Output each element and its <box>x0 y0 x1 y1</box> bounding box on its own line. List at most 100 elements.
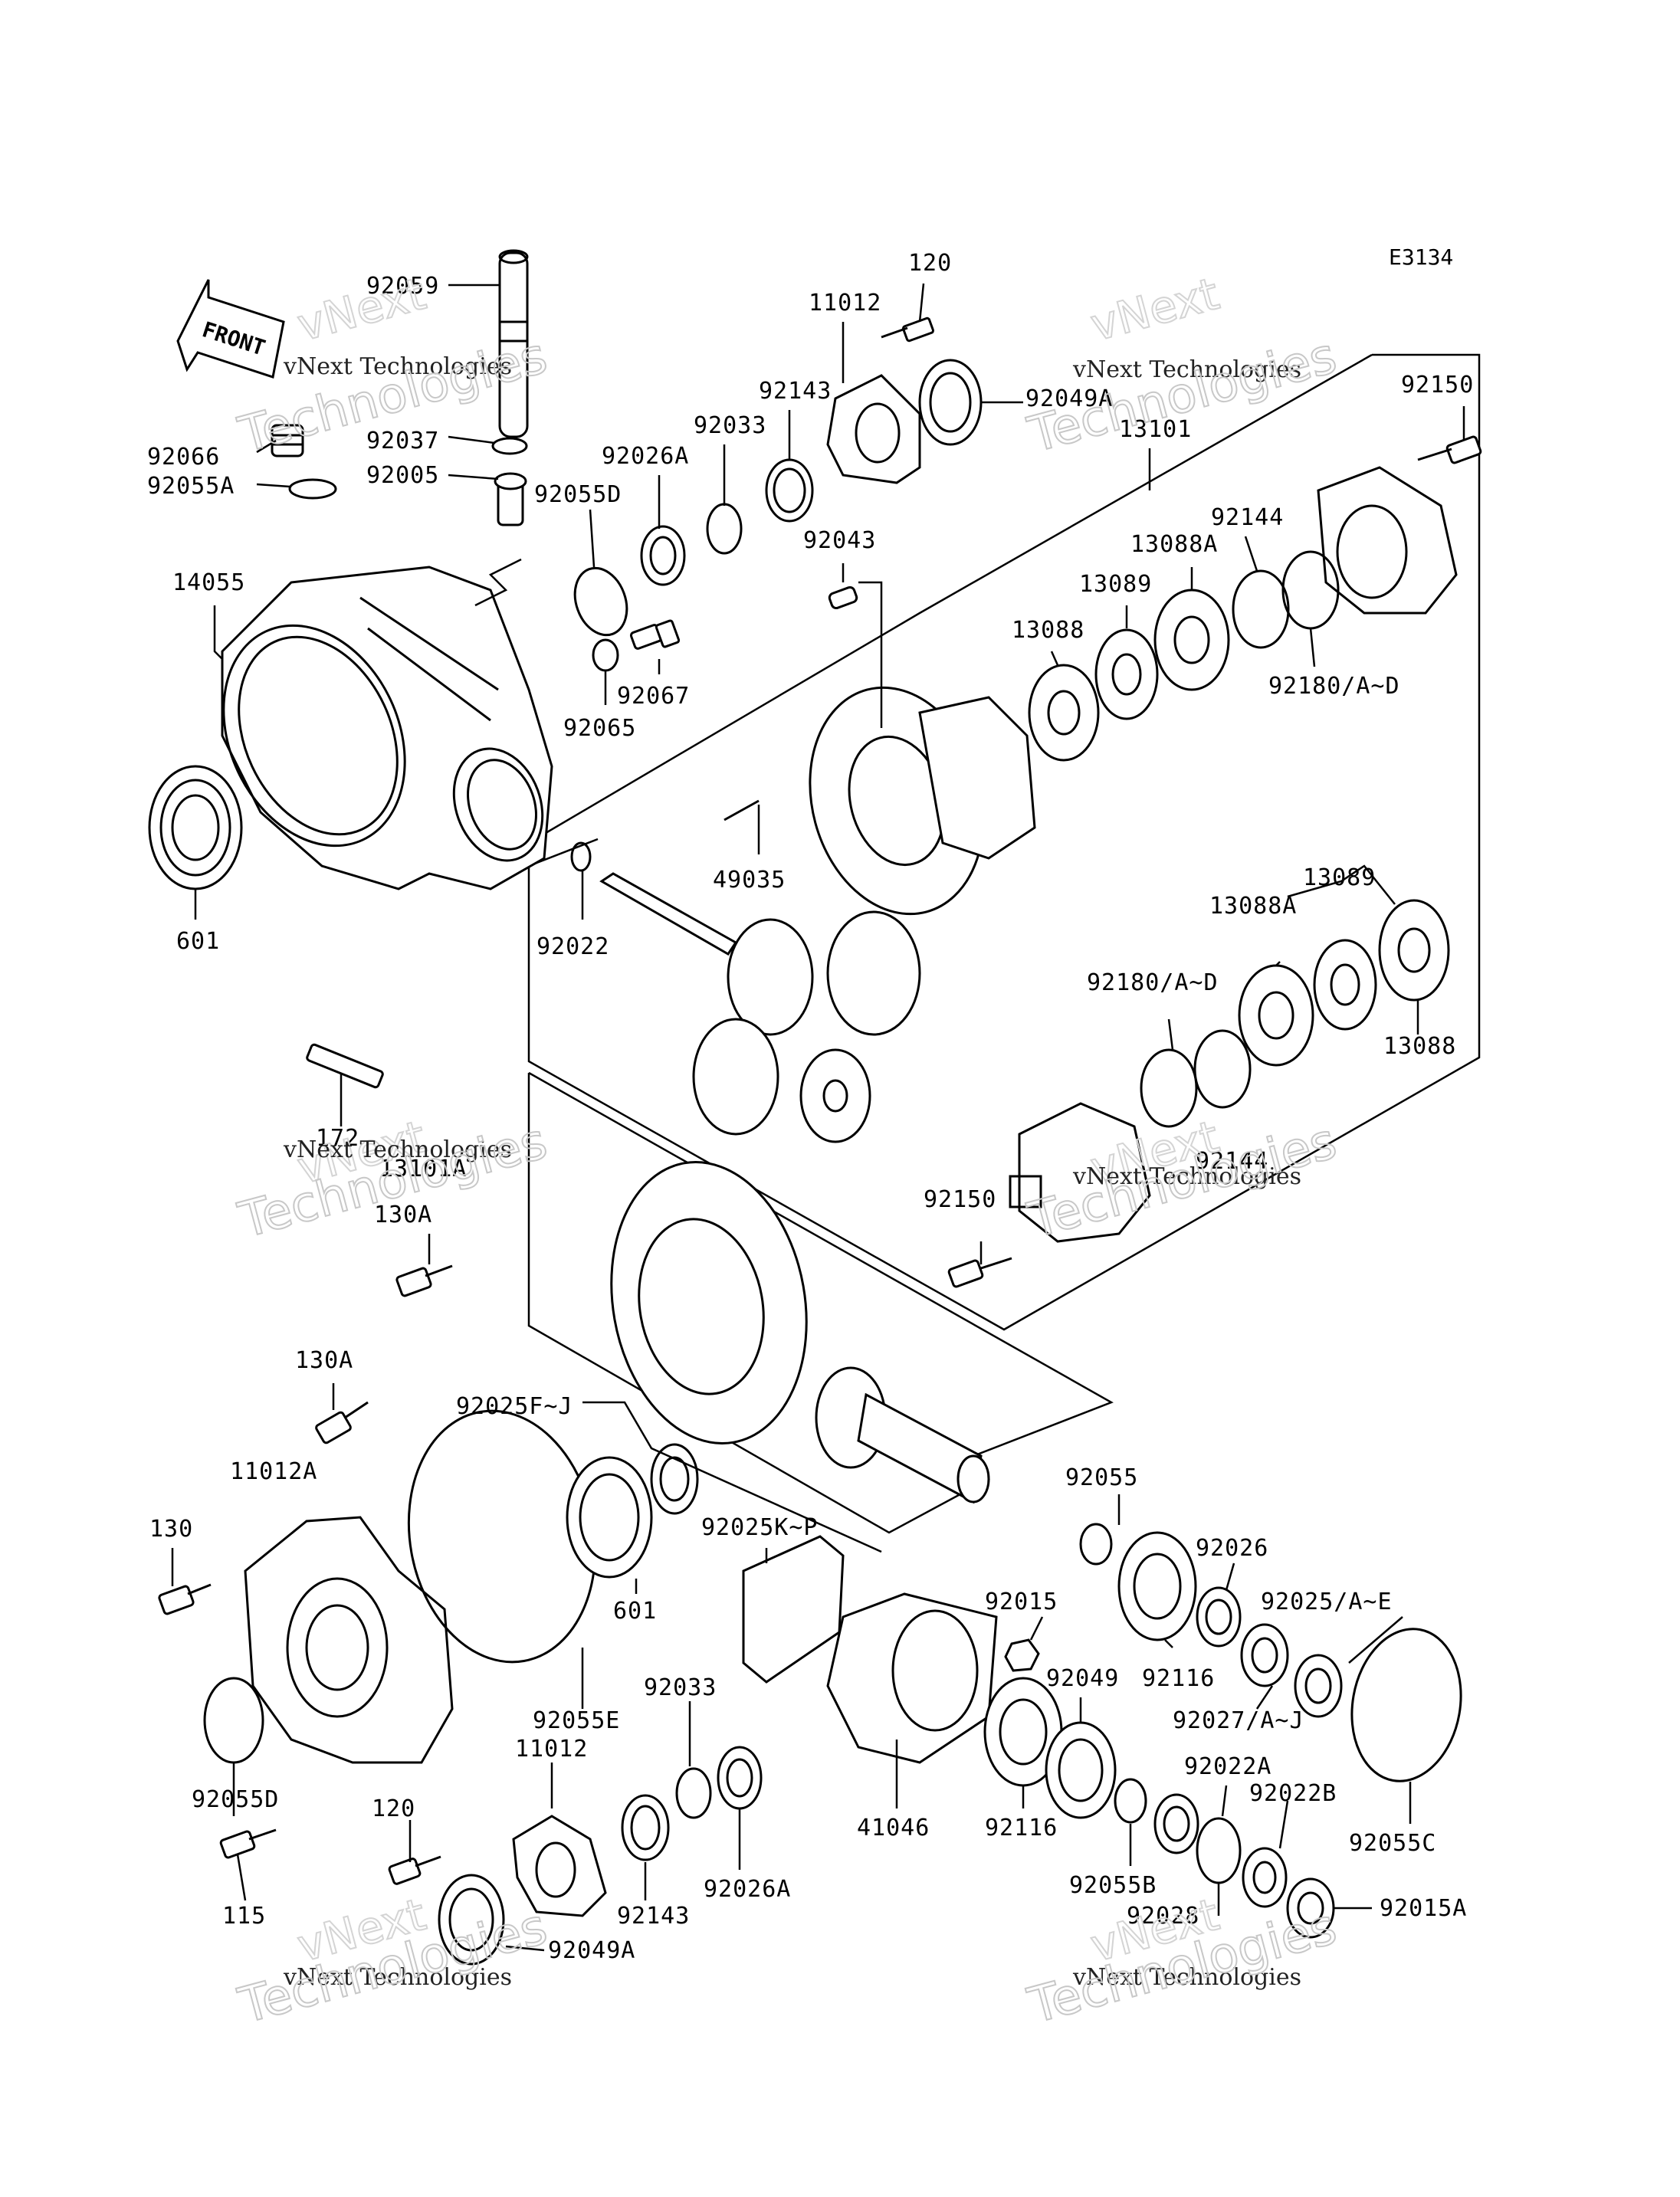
label-601-top: 601 <box>176 928 220 955</box>
part-92055-oring <box>1079 1523 1113 1566</box>
part-92005-fitting <box>494 472 527 526</box>
label-92026A-low: 92026A <box>704 1876 791 1903</box>
label-92150-top: 92150 <box>1401 372 1474 398</box>
part-side-hub-mid <box>1009 1102 1151 1243</box>
label-120-low: 120 <box>372 1795 415 1822</box>
part-92049-seal <box>1045 1721 1117 1819</box>
part-92033-circlip-low <box>675 1767 712 1819</box>
label-130A-mid: 130A <box>374 1202 432 1228</box>
label-13089-top: 13089 <box>1079 571 1152 598</box>
part-92025AE-shim <box>1294 1654 1343 1718</box>
part-drive-pinion <box>815 1366 990 1504</box>
svg-text:vNext Technologies: vNext Technologies <box>1072 356 1301 383</box>
label-92143-low: 92143 <box>617 1903 690 1930</box>
part-120-bolt-low <box>388 1855 441 1885</box>
label-92055B: 92055B <box>1069 1872 1157 1899</box>
part-92027-spacer <box>1240 1623 1289 1687</box>
watermark-bottom-left: vNext vNext Technologies Technologies <box>232 1887 553 2036</box>
label-92180-mid: 92180/A~D <box>1087 969 1219 996</box>
part-92143-ring-low <box>621 1794 670 1861</box>
label-41046: 41046 <box>857 1815 930 1841</box>
label-13101: 13101 <box>1119 416 1192 443</box>
part-92028-lockwasher <box>1196 1817 1242 1884</box>
label-13088-top: 13088 <box>1012 617 1084 644</box>
part-92144-shim-mid <box>1193 1029 1252 1109</box>
part-92180-shim <box>1281 550 1340 630</box>
part-92033-circlip <box>706 503 743 555</box>
label-92005: 92005 <box>366 462 439 489</box>
part-92055D-oring-low <box>203 1677 264 1764</box>
label-92066: 92066 <box>147 444 220 471</box>
svg-text:vNext Technologies: vNext Technologies <box>283 1136 512 1163</box>
label-601-low: 601 <box>613 1598 657 1625</box>
label-92015A: 92015A <box>1380 1895 1467 1922</box>
label-92150-mid: 92150 <box>924 1186 996 1213</box>
part-601-bearing <box>148 765 243 890</box>
label-92144-top: 92144 <box>1211 504 1284 531</box>
part-601-bearing-low <box>566 1456 653 1579</box>
label-92033-low: 92033 <box>644 1674 717 1701</box>
part-172-stud <box>306 1043 384 1089</box>
part-13088-plate-mid <box>1378 899 1450 1002</box>
label-92055-low: 92055 <box>1065 1464 1138 1491</box>
part-13089-disc <box>1094 628 1159 720</box>
part-92067-bolt <box>629 619 681 650</box>
part-92150-hub <box>1317 466 1458 615</box>
label-13088A-mid: 13088A <box>1209 893 1297 920</box>
label-120-top: 120 <box>908 250 952 277</box>
part-92150-bolt-mid <box>947 1257 1012 1288</box>
label-92026: 92026 <box>1196 1535 1268 1562</box>
label-92022B: 92022B <box>1249 1780 1337 1807</box>
label-92059: 92059 <box>366 273 439 300</box>
part-92143-ring <box>765 458 814 523</box>
part-92025KP-gasket <box>742 1535 845 1684</box>
svg-text:Technologies: Technologies <box>1022 328 1342 464</box>
leader-lines <box>171 283 1465 1952</box>
label-130: 130 <box>149 1516 193 1543</box>
part-92026-ring <box>1196 1586 1242 1648</box>
label-115: 115 <box>222 1903 266 1930</box>
label-92116-a: 92116 <box>1142 1665 1215 1692</box>
label-92025AE: 92025/A~E <box>1261 1589 1393 1615</box>
label-92015: 92015 <box>985 1589 1058 1615</box>
label-13089-mid: 13089 <box>1303 864 1376 891</box>
part-92059-pipe <box>498 249 529 438</box>
label-49035: 49035 <box>713 867 786 894</box>
part-11012-cover-low <box>512 1815 607 1917</box>
label-92022A: 92022A <box>1184 1753 1271 1780</box>
part-92025FJ-shim <box>650 1443 699 1515</box>
part-92150-bolt <box>1417 435 1482 464</box>
part-41046-housing <box>826 1592 998 1764</box>
part-130-bolt <box>158 1583 212 1615</box>
part-92116-bearing-a <box>1117 1531 1197 1641</box>
part-14055-housing <box>221 566 553 890</box>
part-92022-washer <box>570 841 592 872</box>
part-bevel-gears <box>692 910 921 1143</box>
part-120-bolt <box>881 316 934 343</box>
part-13088-plate <box>1028 664 1100 762</box>
part-92026A-ring <box>640 525 686 586</box>
part-92180-shim-mid <box>1140 1048 1198 1128</box>
part-92026A-ring-low <box>717 1746 763 1810</box>
label-13088A-top: 13088A <box>1130 531 1218 558</box>
label-11012-top: 11012 <box>809 290 881 316</box>
part-labels: 92059 92066 92055A 92037 92005 92055D 14… <box>147 250 1474 1964</box>
part-49035-pin <box>724 799 760 821</box>
part-92015-nut <box>1004 1638 1040 1672</box>
part-differential-case <box>809 686 1036 916</box>
label-92028: 92028 <box>1127 1903 1199 1930</box>
label-92180-top: 92180/A~D <box>1268 673 1400 700</box>
part-92055C-oring <box>1350 1628 1462 1782</box>
label-92022: 92022 <box>536 933 609 960</box>
part-92055B-oring <box>1114 1778 1147 1824</box>
part-92037-clip <box>491 437 528 455</box>
diagram-code: E3134 <box>1389 244 1453 270</box>
part-13089-disc-mid <box>1313 939 1377 1031</box>
label-92055E: 92055E <box>533 1707 620 1734</box>
label-11012-low: 11012 <box>515 1736 588 1763</box>
label-13101A: 13101A <box>379 1156 467 1182</box>
part-92022A-collar <box>1153 1793 1199 1854</box>
part-130A-bolt-mid <box>395 1264 453 1297</box>
part-92043-pin <box>828 585 858 610</box>
